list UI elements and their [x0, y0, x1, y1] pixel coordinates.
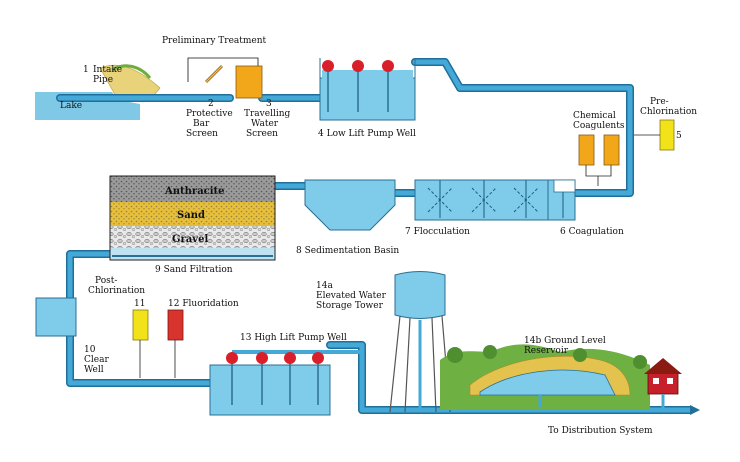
chlorine-tank-11 [132, 309, 149, 341]
travelling-screen-line3: Screen [246, 129, 278, 139]
tower-line2: Elevated Water [316, 291, 387, 301]
ground-reservoir [440, 344, 650, 410]
tank-11-label: 11 [134, 299, 145, 309]
pump-icon [284, 352, 296, 364]
sand-filter [109, 175, 276, 261]
intake-number: 1 [83, 65, 89, 75]
pump-icon [226, 352, 238, 364]
travelling-screen-number: 3 [266, 99, 272, 109]
reservoir-line2: Reservoir [524, 346, 569, 356]
travelling-screen-line1: Travelling [244, 109, 291, 119]
clear-well-line2: Clear [84, 355, 109, 365]
high-lift-pump-well [209, 350, 362, 416]
house-icon [644, 358, 682, 408]
bar-screen-number: 2 [208, 99, 214, 109]
flocculation-basin [414, 179, 576, 221]
bar-screen-line1: Protective [186, 109, 233, 119]
clear-well-number: 10 [84, 345, 96, 355]
pump-icon [352, 60, 364, 72]
pump-icon [256, 352, 268, 364]
preliminary-treatment-label: Preliminary Treatment [162, 36, 267, 46]
bar-screen-line2: Bar [193, 119, 210, 129]
tower-line3: Storage Tower [316, 301, 384, 311]
distribution-label: To Distribution System [548, 426, 653, 436]
intake-label-line1: Intake [93, 65, 122, 75]
high-lift-label: 13 High Lift Pump Well [240, 333, 347, 343]
pump-icon [322, 60, 334, 72]
preliminary-treatment-bracket: Preliminary Treatment [162, 36, 267, 82]
fluoride-tank [167, 309, 184, 341]
travelling-screen-line2: Water [251, 119, 279, 129]
low-lift-pump-well [319, 58, 416, 121]
post-chlorination-line2: Chlorination [88, 286, 145, 296]
reservoir-line1: 14b Ground Level [524, 336, 606, 346]
coagulation-label: 6 Coagulation [560, 227, 624, 237]
elevated-water-tower [389, 271, 451, 413]
bar-screen-line3: Screen [186, 129, 218, 139]
chemical-label-line1: Chemical [573, 111, 616, 121]
low-lift-label: 4 Low Lift Pump Well [318, 129, 416, 139]
chemical-label-line2: Coagulents [573, 121, 625, 131]
fluoridation-label: 12 Fluoridation [168, 299, 239, 309]
pre-chlorination-line1: Pre- [650, 97, 669, 107]
intake-label-line2: Pipe [93, 75, 113, 85]
post-chlorination-line1: Post- [95, 276, 117, 286]
protective-bar-screen [204, 64, 224, 84]
anthracite-label: Anthracite [164, 186, 225, 197]
sand-label: Sand [177, 210, 205, 221]
sedimentation-basin [304, 179, 396, 231]
travelling-water-screen [235, 65, 263, 99]
pump-icon [312, 352, 324, 364]
tower-number: 14a [316, 281, 333, 291]
sand-filtration-label: 9 Sand Filtration [155, 265, 233, 275]
lake-label: Lake [60, 101, 82, 111]
chemical-coagulants [578, 134, 620, 186]
clear-well-line3: Well [84, 365, 104, 375]
pre-chlorination-line2: Chlorination [640, 107, 697, 117]
pump-icon [382, 60, 394, 72]
pre-chlorination-number: 5 [676, 131, 682, 141]
flocculation-label: 7 Flocculation [405, 227, 470, 237]
gravel-label: Gravel [172, 234, 208, 245]
sedimentation-label: 8 Sedimentation Basin [296, 246, 399, 256]
distribution-arrow-icon [690, 405, 700, 415]
clear-well [35, 297, 77, 337]
pre-chlorination-tank [659, 119, 675, 151]
